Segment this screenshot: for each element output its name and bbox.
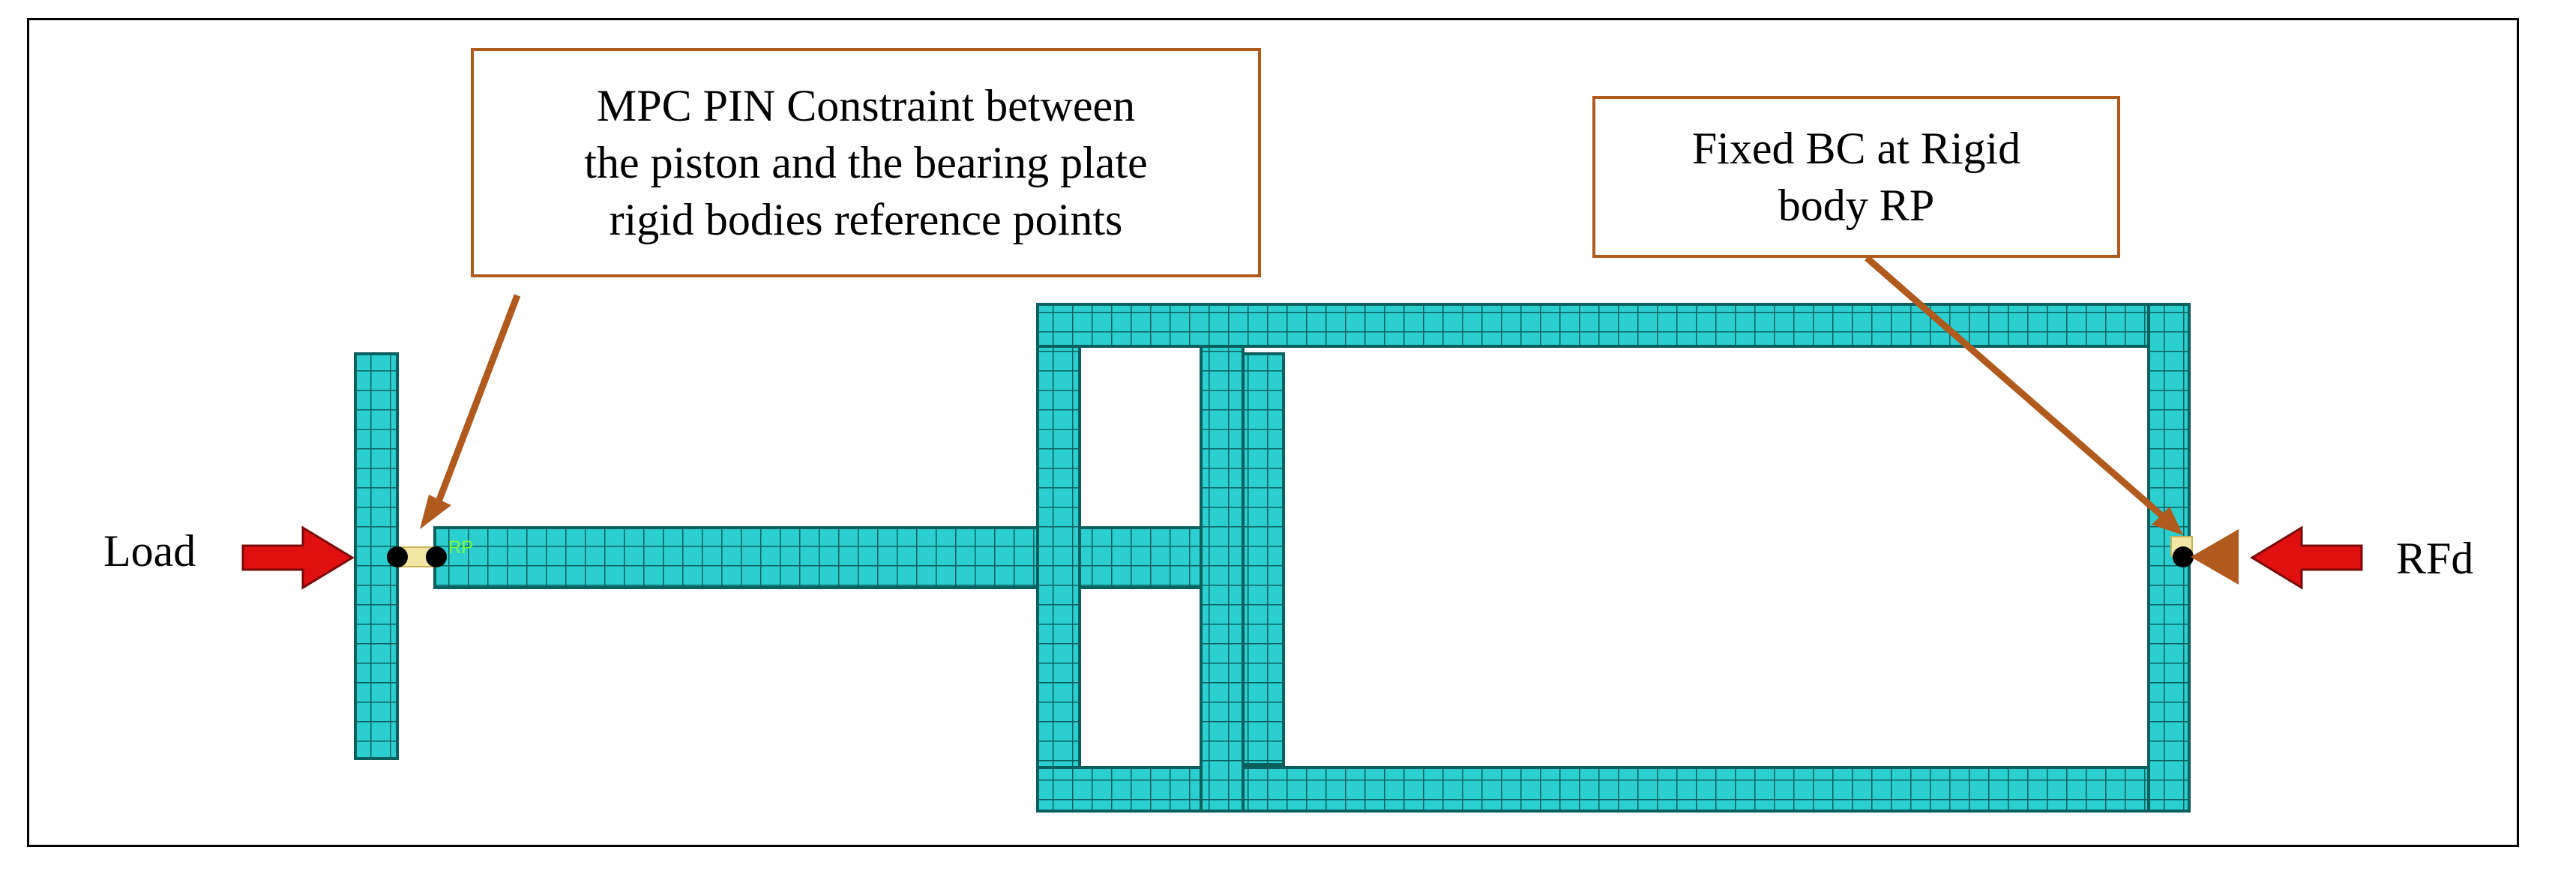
rp-marker-text: RP	[448, 537, 473, 558]
rfd-label: RFd	[2396, 534, 2474, 583]
rp-dot-piston	[426, 546, 447, 567]
load-label: Load	[103, 526, 196, 576]
mpc-pin-callout-text: MPC PIN Constraint between the piston an…	[584, 81, 1148, 244]
piston-head-mesh-a	[1200, 345, 1245, 813]
fixed-bc-callout-text: Fixed BC at Rigid body RP	[1691, 124, 2021, 230]
fixed-bc-callout: Fixed BC at Rigid body RP	[1592, 96, 2120, 258]
leader-arrow-fixed	[1865, 255, 2183, 535]
figure-frame	[27, 18, 2519, 847]
piston-head-mesh-b	[1242, 352, 1285, 766]
leader-arrow-mpc	[420, 294, 521, 529]
load-arrow	[241, 525, 355, 590]
fixed-bc-triangle	[2191, 529, 2239, 585]
mpc-pin-callout: MPC PIN Constraint between the piston an…	[471, 48, 1261, 277]
piston-rod-mesh	[433, 526, 1234, 589]
reaction-force-arrow	[2250, 525, 2363, 590]
cylinder-left-wall-mesh	[1036, 303, 1081, 813]
rp-dot-cylinder	[2173, 546, 2194, 567]
cylinder-top-wall-mesh	[1036, 303, 2191, 348]
rp-dot-plate	[387, 546, 408, 567]
